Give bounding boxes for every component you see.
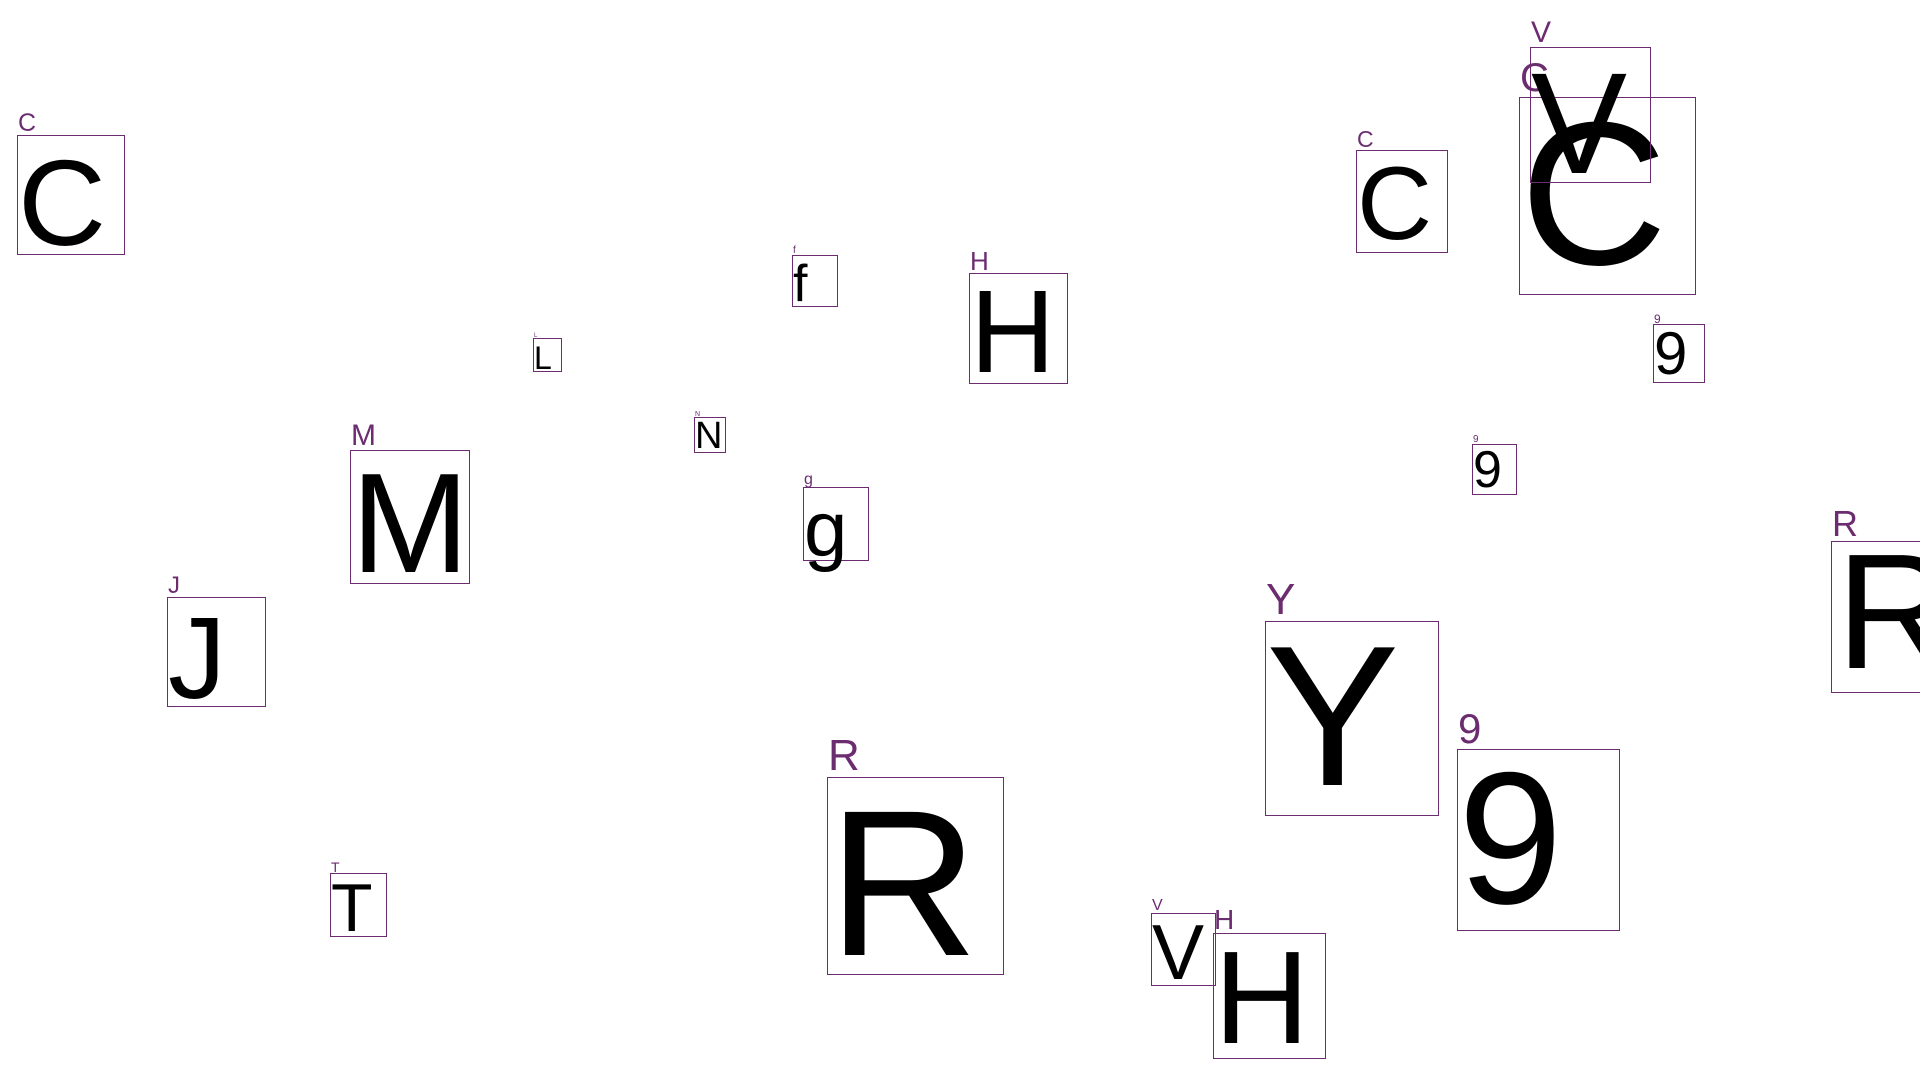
- glyph-box: M M: [350, 421, 470, 595]
- glyph-character: V: [1152, 908, 1205, 996]
- glyph-box: g g: [803, 472, 869, 568]
- glyph-label: Y: [1266, 575, 1296, 624]
- glyph-character: N: [695, 415, 723, 457]
- glyph-box: 9 9: [1457, 708, 1620, 932]
- glyph-box: 9 9: [1472, 435, 1517, 499]
- glyph-box: V V: [1151, 898, 1216, 991]
- glyph-box: L L: [533, 333, 562, 376]
- glyph-label: J: [168, 572, 180, 599]
- glyph-character: H: [970, 266, 1056, 398]
- glyph-label: L: [534, 333, 538, 339]
- glyph-character: C: [1357, 146, 1433, 262]
- glyph-label: C: [1357, 126, 1374, 152]
- glyph-label: f: [793, 245, 796, 256]
- glyph-box: N N: [694, 411, 726, 457]
- glyph-character: T: [331, 870, 373, 946]
- glyph-box: R R: [1831, 506, 1920, 694]
- glyph-character: 9: [1654, 320, 1688, 387]
- glyph-character: V: [1531, 43, 1628, 204]
- glyph-label: H: [1214, 904, 1235, 935]
- glyph-label: C: [18, 109, 37, 137]
- glyph-label: g: [804, 471, 813, 488]
- glyph-character: g: [804, 485, 848, 573]
- glyph-character: R: [1836, 520, 1920, 703]
- glyph-box: R R: [827, 734, 1004, 988]
- glyph-label: V: [1152, 897, 1163, 914]
- glyph-box: T T: [330, 860, 387, 942]
- glyph-label: 9: [1458, 705, 1482, 752]
- glyph-box: Y Y: [1265, 578, 1439, 817]
- glyph-character: Y: [1266, 605, 1400, 828]
- glyph-box: C C: [1519, 58, 1696, 296]
- glyph-label: T: [331, 859, 340, 875]
- glyph-character: H: [1214, 924, 1310, 1071]
- glyph-box: H H: [969, 248, 1068, 391]
- glyph-character: J: [168, 593, 226, 723]
- glyph-label: 9: [1654, 312, 1661, 326]
- glyph-label: N: [695, 411, 701, 418]
- glyph-character: C: [18, 135, 107, 271]
- glyph-box: 9 9: [1653, 313, 1705, 387]
- glyph-character: f: [793, 255, 808, 313]
- glyph-character: L: [534, 340, 552, 376]
- glyph-box: H H: [1213, 906, 1326, 1064]
- glyph-box: C C: [17, 111, 125, 264]
- glyph-label: V: [1531, 16, 1552, 49]
- glyph-box: V V: [1530, 18, 1651, 196]
- glyph-character: M: [351, 444, 470, 603]
- glyph-label: R: [1832, 503, 1858, 544]
- glyph-character: 9: [1473, 441, 1502, 499]
- glyph-label: 9: [1473, 434, 1479, 445]
- glyph-character: R: [828, 768, 979, 1000]
- glyph-label: H: [970, 246, 989, 276]
- glyph-box: f f: [792, 246, 838, 313]
- glyph-box: C C: [1356, 128, 1448, 262]
- glyph-label: R: [828, 731, 860, 780]
- glyph-character: C: [1520, 80, 1668, 308]
- glyph-box: J J: [167, 574, 266, 716]
- glyph-label: M: [351, 419, 376, 452]
- glyph-character: 9: [1458, 733, 1563, 943]
- glyph-label: C: [1520, 56, 1549, 100]
